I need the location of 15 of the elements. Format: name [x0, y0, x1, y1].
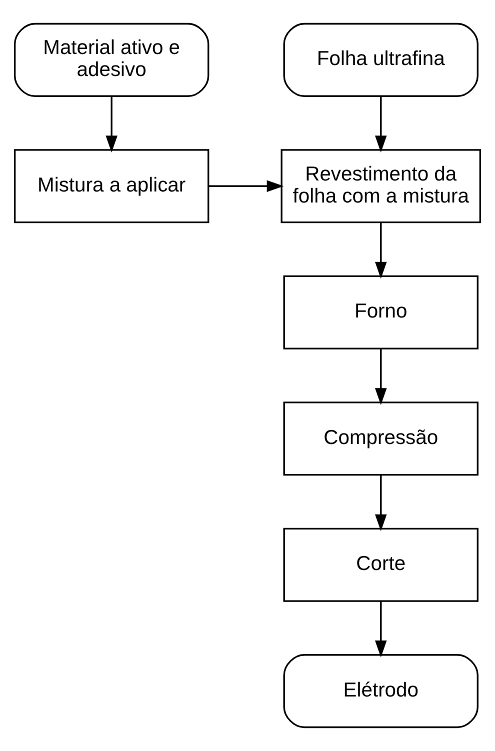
arrow [374, 475, 387, 532]
arrow [374, 222, 387, 279]
node-box: Material ativo e adesivo [14, 22, 210, 97]
node-box: Mistura a aplicar [14, 149, 210, 224]
arrow [374, 601, 387, 658]
arrow [374, 96, 387, 152]
arrow [208, 180, 284, 192]
node-box: Revestimento da folha com a mistura [280, 149, 482, 224]
node-box: Folha ultrafina [283, 22, 478, 97]
node-box: Compressão [283, 402, 478, 476]
node-box: Elétrodo [283, 654, 478, 728]
node-box: Corte [283, 528, 478, 602]
arrow [106, 96, 118, 152]
node-box: Forno [283, 275, 478, 350]
arrow [374, 348, 387, 405]
